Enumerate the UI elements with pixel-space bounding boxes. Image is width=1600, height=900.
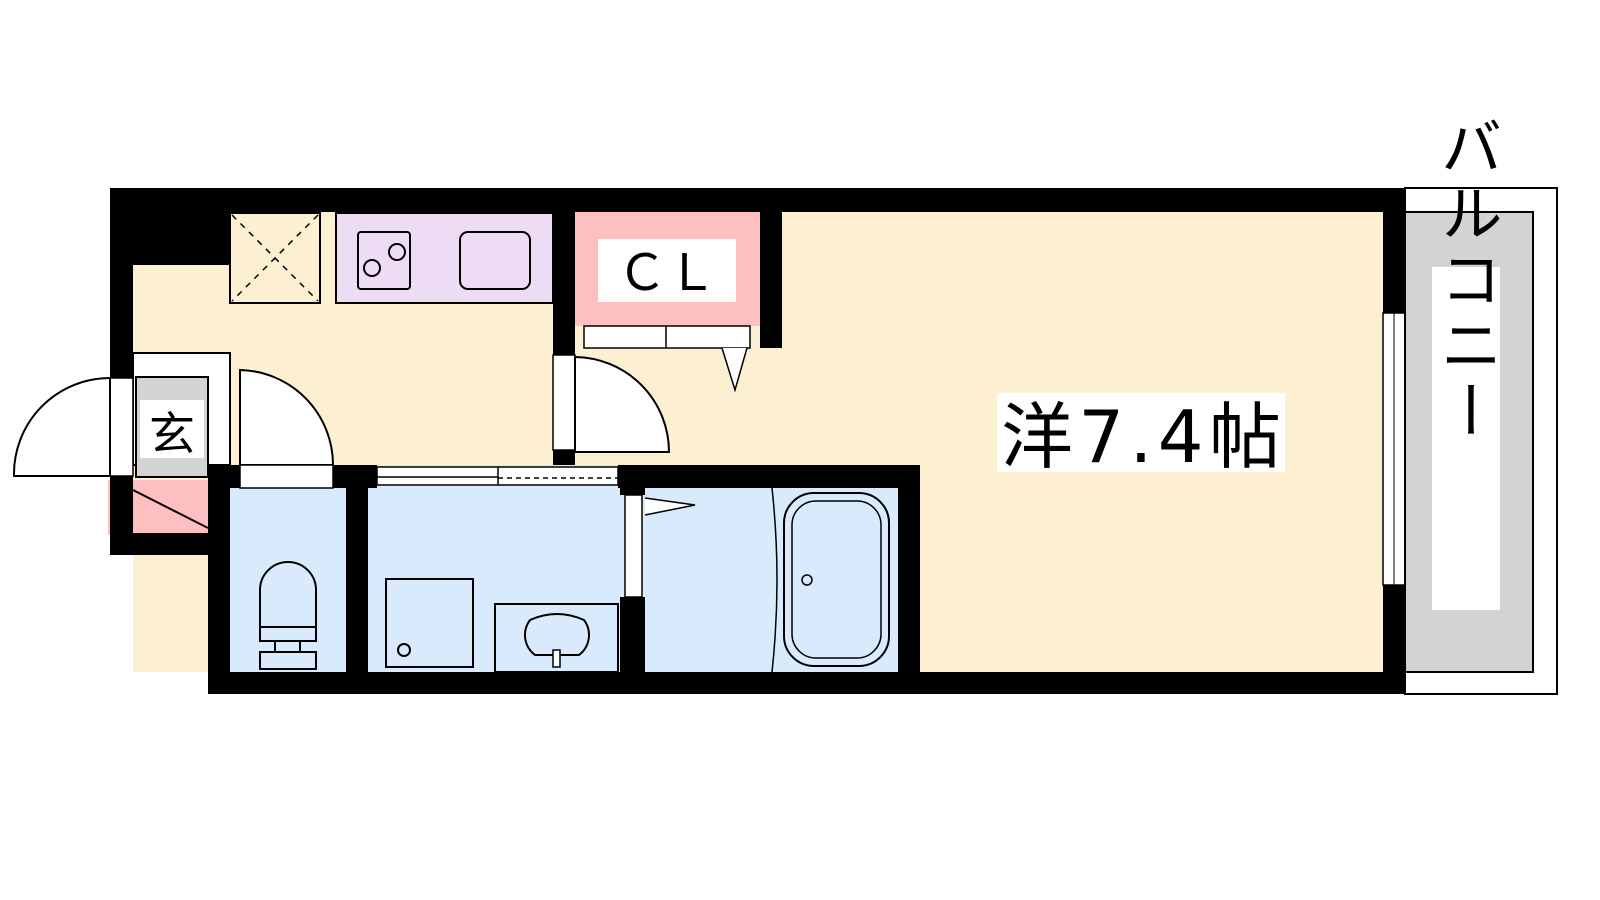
washbasin: [494, 603, 619, 673]
wet-area-floor: [208, 465, 920, 672]
washing-machine-space: [385, 578, 474, 668]
balcony-label: バルコニー: [1430, 115, 1503, 445]
toilet-icon: [259, 561, 317, 670]
closet-door[interactable]: [583, 325, 751, 349]
closet-label-box: [598, 239, 736, 302]
bathroom-door[interactable]: [624, 494, 643, 598]
sink-icon: [459, 231, 531, 290]
stove-icon: [357, 231, 411, 290]
toilet-door[interactable]: [239, 368, 335, 466]
closet-label: ＣＬ: [617, 244, 717, 302]
main-room-label: 洋7.4帖: [1001, 395, 1281, 479]
room-door[interactable]: [574, 355, 671, 453]
walls: [110, 188, 1405, 694]
front-door[interactable]: [12, 376, 111, 477]
bathtub-icon: [783, 492, 890, 667]
entrance-label: 玄: [149, 407, 195, 461]
